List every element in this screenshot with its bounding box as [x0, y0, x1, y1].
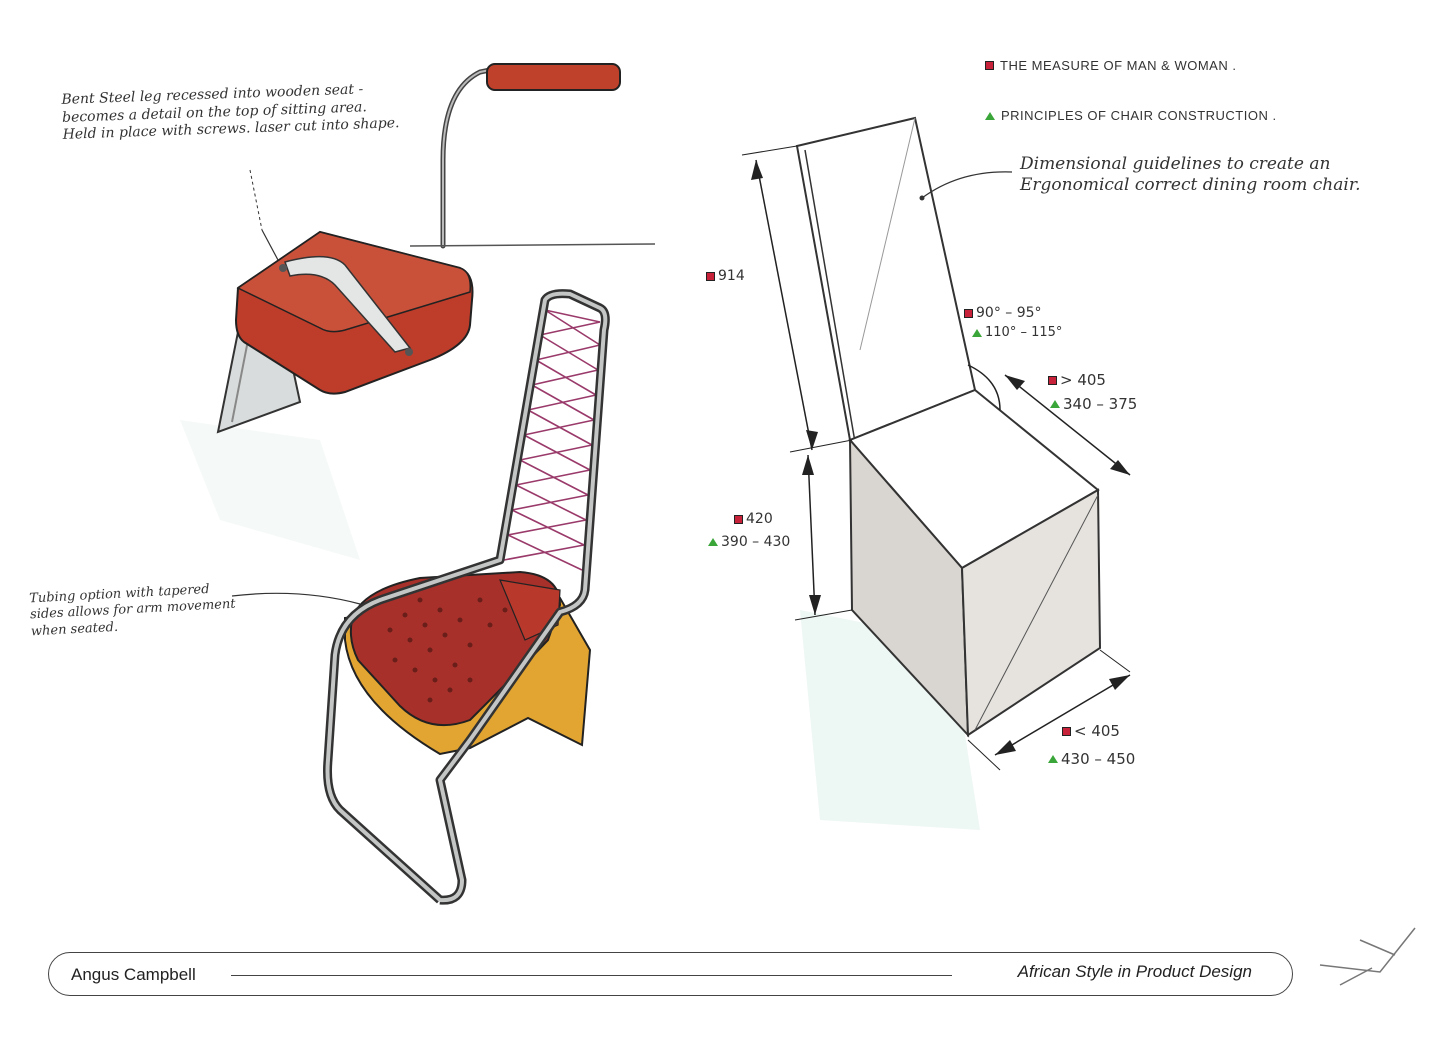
green-triangle-marker-icon	[1048, 755, 1058, 763]
seat-depth-arrow	[1004, 374, 1131, 476]
red-square-marker-icon	[985, 61, 994, 70]
red-square-marker-icon	[1048, 375, 1057, 385]
steel-leg-side-view	[409, 63, 656, 249]
dim-seat-width-triangle-value: 430 – 450	[1061, 750, 1136, 768]
green-triangle-marker-icon	[1050, 400, 1060, 408]
dim-seat-depth-triangle-value: 340 – 375	[1063, 395, 1138, 413]
green-triangle-marker-icon	[985, 111, 995, 120]
footer-bar: Angus Campbell African Style in Product …	[48, 952, 1293, 996]
dim-seat-depth-square-value: > 405	[1060, 371, 1106, 389]
tubular-chair-sketch	[231, 289, 610, 905]
height-arrow-total	[755, 159, 813, 451]
footer-divider	[231, 975, 952, 976]
dim-seat-height-square: 420	[734, 511, 773, 527]
seat-width-arrow	[994, 674, 1131, 756]
dim-seat-width-square: < 405	[1062, 722, 1120, 740]
cushion-perforations	[387, 597, 508, 703]
legend-triangle-label: PRINCIPLES OF CHAIR CONSTRUCTION .	[1001, 108, 1277, 123]
dim-back-angle-triangle: 110° – 115°	[972, 325, 1062, 340]
legend-square-entry: THE MEASURE OF MAN & WOMAN .	[985, 58, 1236, 73]
green-triangle-marker-icon	[972, 328, 982, 337]
bird-logo-icon	[1319, 927, 1416, 986]
dim-seat-height-triangle-value: 390 – 430	[721, 534, 791, 550]
seat-height-arrow	[807, 454, 816, 616]
red-square-marker-icon	[706, 271, 715, 281]
dimension-box-chair	[741, 116, 1131, 771]
dim-seat-height-triangle: 390 – 430	[708, 534, 790, 550]
dim-seat-width-triangle: 430 – 450	[1048, 750, 1135, 768]
red-square-marker-icon	[734, 514, 743, 524]
project-title: African Style in Product Design	[1017, 962, 1252, 981]
dim-height-total-value: 914	[718, 268, 745, 284]
dim-seat-depth-square: > 405	[1048, 371, 1106, 389]
dim-seat-height-square-value: 420	[746, 511, 773, 527]
dim-back-angle-square: 90° – 95°	[964, 305, 1042, 321]
stool-floor-shadow	[180, 420, 360, 560]
stool-sketch	[216, 169, 474, 434]
dim-height-total: 914	[706, 268, 745, 284]
backrest-cord-lacing	[503, 309, 601, 571]
dim-back-angle-triangle-value: 110° – 115°	[985, 325, 1063, 340]
red-square-marker-icon	[1062, 726, 1071, 736]
red-square-marker-icon	[964, 308, 973, 318]
author-name: Angus Campbell	[71, 965, 196, 984]
legend-square-label: THE MEASURE OF MAN & WOMAN .	[1000, 58, 1237, 73]
green-triangle-marker-icon	[708, 538, 718, 546]
side-view-red-seat	[486, 63, 621, 91]
dim-seat-width-square-value: < 405	[1074, 722, 1120, 740]
guidelines-note-line: Dimensional guidelines to create an	[1020, 154, 1331, 174]
dim-back-angle-square-value: 90° – 95°	[976, 305, 1042, 321]
dim-seat-depth-triangle: 340 – 375	[1050, 395, 1137, 413]
box-side-face	[960, 488, 1102, 737]
box-backrest	[795, 116, 977, 442]
guidelines-note: Dimensional guidelines to create an Ergo…	[1020, 154, 1360, 197]
guidelines-note-line: Ergonomical correct dining room chair.	[1020, 175, 1361, 196]
stool-steel-strap	[284, 255, 412, 353]
legend-triangle-entry: PRINCIPLES OF CHAIR CONSTRUCTION .	[985, 108, 1277, 123]
